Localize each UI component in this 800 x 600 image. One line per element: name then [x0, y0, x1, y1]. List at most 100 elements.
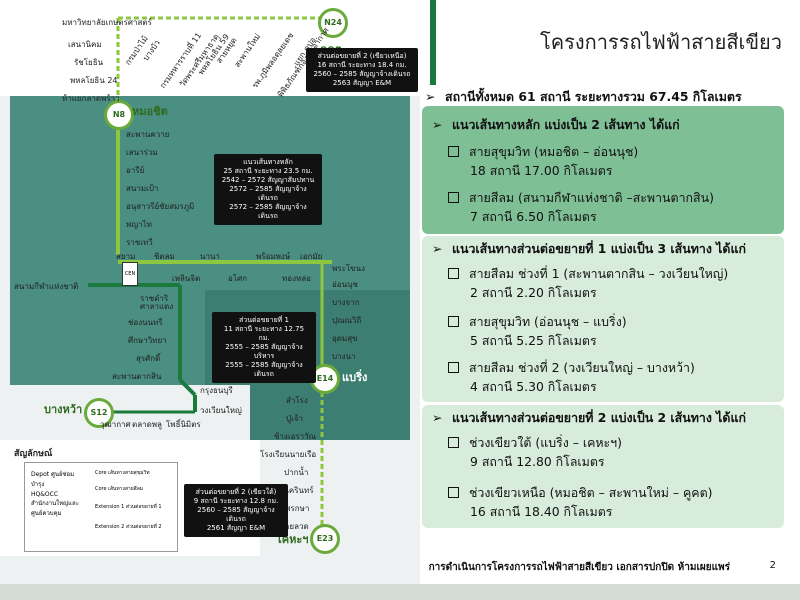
station-label: อนุสาวรีย์ชัยสมรภูมิ [126, 202, 195, 211]
station-mochit-label: หมอชิต [132, 105, 168, 118]
station-label: ศรีนครินทร์ [274, 486, 314, 495]
section-header: ➢แนวเส้นทางส่วนต่อขยายที่ 2 แบ่งเป็น 2 เ… [432, 409, 746, 428]
info-line: 2555 – 2585 สัญญาจ้างบริหาร [225, 343, 303, 360]
station-label: ราชดำริ [140, 294, 169, 303]
station-n24[interactable]: N24 [318, 8, 348, 38]
station-label: พหลโยธิน 24 [70, 76, 118, 85]
info-line: 11 สถานี ระยะทาง 12.75 กม. [223, 325, 305, 342]
station-label: สำโรง [286, 396, 308, 405]
legend-hq: HQ&OCC สำนักงานใหญ่และศูนย์ควบคุม [31, 491, 79, 517]
station-label: ทองหล่อ [282, 274, 311, 283]
station-label: ช้างเอราวัณ [274, 432, 317, 441]
info-line: แนวเส้นทางหลัก [243, 158, 293, 166]
station-label: สะพานควาย [126, 130, 170, 139]
route-detail: 18 สถานี 17.00 กิโลเมตร [470, 163, 613, 178]
station-label: แพรกษา [280, 504, 310, 513]
section-header-text: แนวเส้นทางส่วนต่อขยายที่ 1 แบ่งเป็น 3 เส… [452, 241, 746, 256]
info-line: 2563 สัญญา E&M [332, 79, 392, 87]
station-label: โพธิ์นิมิตร [166, 420, 201, 429]
info-line: 9 สถานี ระยะทาง 12.8 กม. [193, 497, 279, 505]
info-ext1: ส่วนต่อขยายที่ 1 11 สถานี ระยะทาง 12.75 … [212, 312, 316, 383]
info-line: 25 สถานี ระยะทาง 23.5 กม. [223, 167, 313, 175]
station-bearing-label: แบริ่ง [342, 371, 368, 384]
station-label: สุรศักดิ์ [136, 354, 161, 363]
route-item: ช่วงเขียวเหนือ (หมอชิต – สะพานใหม่ – คูค… [448, 483, 712, 521]
info-line: ส่วนต่อขยายที่ 2 (เขียวใต้) [195, 488, 277, 496]
station-label: ปู่เจ้า [286, 414, 303, 423]
info-line: ส่วนต่อขยายที่ 2 (เขียวเหนือ) [317, 52, 407, 60]
route-detail: 7 สถานี 6.50 กิโลเมตร [470, 209, 597, 224]
section-header: ➢แนวเส้นทางหลัก แบ่งเป็น 2 เส้นทาง ได้แก… [432, 116, 680, 135]
station-label: ศาลาแดง [140, 302, 174, 311]
station-label: ห้าแยกลาดพร้าว [62, 94, 120, 103]
arrow-icon: ➢ [432, 241, 443, 256]
station-label: พร้อมพงษ์ [256, 252, 291, 261]
info-line: 2561 สัญญา E&M [206, 524, 266, 532]
station-label: พญาไท [126, 220, 152, 229]
station-e23[interactable]: E23 [310, 524, 340, 554]
checkbox-icon [448, 362, 459, 373]
route-detail: 4 สถานี 5.30 กิโลเมตร [470, 379, 597, 394]
station-label: กรุงธนบุรี [200, 386, 233, 395]
route-name: สายสุขุมวิท (หมอชิต – อ่อนนุช) [469, 144, 639, 159]
legend-ext2: Extension 2 ส่วนต่อขยายที่ 2 [95, 524, 162, 530]
arrow-icon: ➢ [432, 117, 443, 132]
summary-text: สถานีทั้งหมด 61 สถานี ระยะทางรวม 67.45 ก… [445, 89, 742, 104]
station-label: ช่องนนทรี [128, 318, 163, 327]
page-title: โครงการรถไฟฟ้าสายสีเขียว [540, 30, 782, 54]
route-detail: 2 สถานี 2.20 กิโลเมตร [470, 285, 597, 300]
station-n8[interactable]: N8 [104, 100, 134, 130]
checkbox-icon [448, 268, 459, 279]
station-label: ตลาดพลู [132, 420, 162, 429]
station-label: รัชโยธิน [74, 58, 104, 67]
station-label: ปากน้ำ [284, 468, 309, 477]
info-line: 2542 – 2572 สัญญาสัมปทาน [221, 176, 315, 184]
route-item: ช่วงเขียวใต้ (แบริ่ง – เคหะฯ) 9 สถานี 12… [448, 433, 622, 471]
station-label: สนามเป้า [126, 184, 159, 193]
route-name: ช่วงเขียวเหนือ (หมอชิต – สะพานใหม่ – คูค… [469, 485, 713, 500]
info-line: 2572 – 2585 สัญญาจ้างเดินรถ [229, 185, 307, 202]
route-item: สายสีลม ช่วงที่ 1 (สะพานตากสิน – วงเวียน… [448, 264, 728, 302]
summary-line: ➢สถานีทั้งหมด 61 สถานี ระยะทางรวม 67.45 … [425, 88, 785, 107]
checkbox-icon [448, 316, 459, 327]
legend-title: สัญลักษณ์ [14, 449, 53, 459]
route-name: ช่วงเขียวใต้ (แบริ่ง – เคหะฯ) [469, 435, 622, 450]
info-line: ส่วนต่อขยายที่ 1 [239, 316, 289, 324]
station-label: ราชเทวี [126, 238, 153, 247]
station-s12[interactable]: S12 [84, 398, 114, 428]
route-item: สายสุขุมวิท (อ่อนนุช – แบริ่ง) 5 สถานี 5… [448, 312, 627, 350]
station-label: ปุณณวิถี [332, 316, 362, 325]
route-map: N24 คูคต N8 หมอชิต E14 แบริ่ง S12 บางหว้… [0, 0, 420, 600]
route-detail: 9 สถานี 12.80 กิโลเมตร [470, 454, 605, 469]
map-lines [88, 16, 332, 530]
south-zone [250, 385, 410, 440]
checkbox-icon [448, 192, 459, 203]
info-line: 2555 – 2585 สัญญาจ้างเดินรถ [225, 361, 303, 378]
station-label: เสนานิคม [68, 40, 102, 49]
station-label: เพลินจิต [172, 274, 201, 283]
route-name: สายสีลม ช่วงที่ 1 (สะพานตากสิน – วงเวียน… [469, 266, 729, 281]
info-south: ส่วนต่อขยายที่ 2 (เขียวใต้) 9 สถานี ระยะ… [184, 484, 288, 537]
footer-text: การดำเนินการโครงการรถไฟฟ้าสายสีเขียว เอก… [428, 562, 730, 573]
station-label: ศึกษาวิทยา [128, 336, 167, 345]
section-ext1: ➢ แนวเส้นทางส่วนต่อขยายที่ 1 แบ่งเป็น 3 เ… [422, 236, 784, 402]
page-number: 2 [769, 560, 776, 571]
station-label: สนามกีฬาแห่งชาติ [14, 282, 79, 291]
footer: การดำเนินการโครงการรถไฟฟ้าสายสีเขียว เอก… [0, 556, 800, 600]
title-area: โครงการรถไฟฟ้าสายสีเขียว [430, 0, 800, 85]
station-label: สะพานตากสิน [112, 372, 162, 381]
station-label: อุดมสุข [332, 334, 358, 343]
station-cen[interactable]: CEN [122, 262, 138, 286]
footer-strip [0, 584, 800, 600]
route-item: สายสีลม ช่วงที่ 2 (วงเวียนใหญ่ – บางหว้า… [448, 358, 695, 396]
station-label: อโศก [228, 274, 248, 283]
station-label: ชิดลม [154, 252, 175, 261]
info-line: 2560 – 2585 สัญญาจ้างเดินรถ [313, 70, 411, 78]
legend-ext1: Extension 1 ส่วนต่อขยายที่ 1 [95, 504, 162, 510]
checkbox-icon [448, 487, 459, 498]
legend-box: Depot ศูนย์ซ่อมบำรุง HQ&OCC สำนักงานใหญ่… [24, 462, 178, 552]
station-label: พระโขนง [332, 264, 366, 273]
station-label: มหาวิทยาลัยเกษตรศาสตร์ [62, 18, 152, 27]
legend-core-sukhumvit: Core เส้นทางสายสุขุมวิท [95, 470, 150, 476]
station-label: อารีย์ [126, 166, 145, 175]
